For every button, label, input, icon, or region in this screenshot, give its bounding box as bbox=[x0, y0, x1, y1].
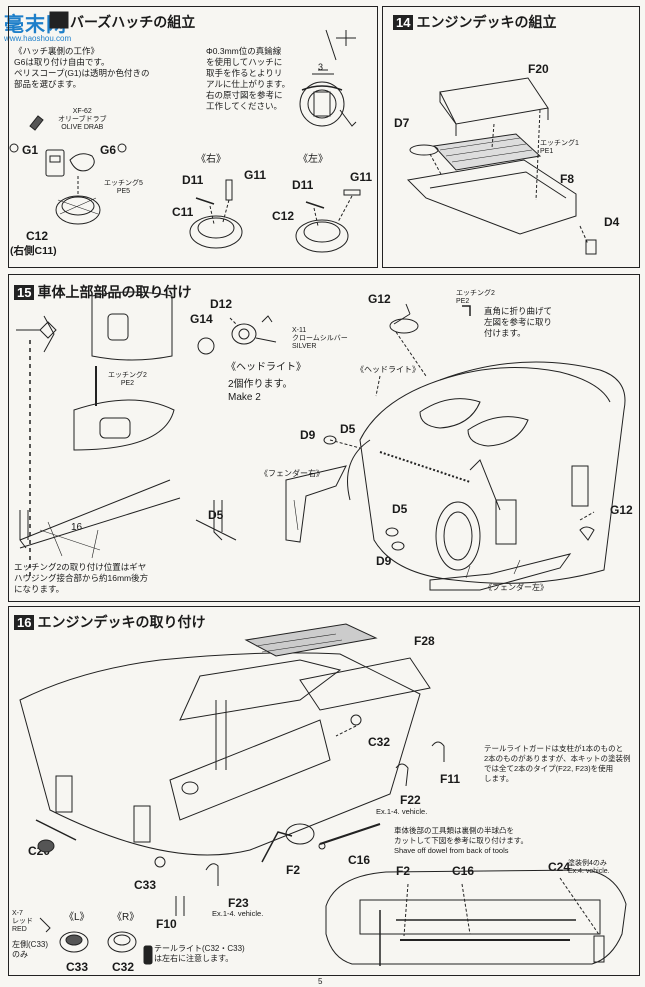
step15-etching-ref-left: エッチング2 PE2 bbox=[108, 372, 147, 387]
step15-number: 15 bbox=[14, 285, 35, 300]
label-d12: D12 bbox=[210, 297, 233, 311]
hatch-handle-detail-drawing bbox=[299, 29, 357, 127]
step13-panel bbox=[8, 6, 378, 268]
step15-headlight-title: 《ヘッドライト》 bbox=[226, 362, 306, 373]
label-f28: F28 bbox=[414, 634, 435, 648]
step16-f22-note: Ex.1-4. vehicle. bbox=[376, 807, 428, 816]
label-g11-right: G11 bbox=[244, 168, 267, 182]
label-c12-left: C12 bbox=[272, 209, 295, 223]
label-g12-top: G12 bbox=[368, 292, 391, 306]
step13-dim: 3 bbox=[318, 62, 324, 72]
step16-tail-caution: テールライト(C32・C33) は左右に注意します。 bbox=[154, 944, 245, 963]
step16-f23-note: Ex.1-4. vehicle. bbox=[212, 909, 264, 918]
step15-fender-right: 《フェンダー右》 bbox=[260, 469, 324, 478]
step15-headlight-tag: 《ヘッドライト》 bbox=[356, 365, 420, 374]
label-g12-bottom: G12 bbox=[610, 503, 633, 517]
taillight-detail-drawing bbox=[39, 917, 153, 965]
step16-right-tag: 《R》 bbox=[112, 912, 140, 923]
step15-silver-ref: X-11 クロームシルバー SILVER bbox=[292, 327, 348, 350]
step15-note-bottom: エッチング2の取り付け位置はギヤ ハウジング接合部から約16mm後方 になります… bbox=[14, 562, 149, 594]
step14-etching-ref: エッチング1 PE1 bbox=[540, 140, 579, 155]
label-f20: F20 bbox=[528, 62, 549, 76]
label-d4: D4 bbox=[604, 215, 620, 229]
label-f11: F11 bbox=[440, 772, 461, 786]
label-c32-bottom: C32 bbox=[112, 960, 135, 974]
fender-right-drawing bbox=[285, 465, 347, 543]
step15-headlight-note: 2個作ります。 Make 2 bbox=[228, 379, 293, 403]
step16-left-note: 左側(C33) のみ bbox=[12, 940, 49, 959]
label-g11-left: G11 bbox=[350, 170, 373, 184]
label-d5-mid: D5 bbox=[340, 422, 356, 436]
label-c16: C16 bbox=[348, 853, 371, 867]
step16-number: 16 bbox=[14, 615, 35, 630]
label-c11: C11 bbox=[172, 205, 194, 219]
label-f8: F8 bbox=[560, 172, 575, 186]
label-c33: C33 bbox=[134, 878, 157, 892]
etching-position-detail-drawing bbox=[16, 291, 237, 580]
left-hatch-drawing bbox=[295, 189, 361, 253]
label-d7: D7 bbox=[394, 116, 410, 130]
label-c12-note: (右側C11) bbox=[10, 245, 57, 257]
label-d9-bottom: D9 bbox=[376, 554, 392, 568]
headlight-drawing bbox=[197, 315, 277, 355]
label-f2: F2 bbox=[286, 863, 301, 877]
label-g14: G14 bbox=[190, 312, 213, 326]
step14-title-text: エンジンデッキの組立 bbox=[416, 14, 557, 30]
step13-left-title: 《左》 bbox=[298, 154, 328, 165]
engine-deck-drawing bbox=[406, 77, 597, 255]
label-f22: F22 bbox=[400, 793, 421, 807]
step13-right-title: 《右》 bbox=[196, 154, 226, 165]
step14-number: 14 bbox=[393, 15, 414, 30]
label-d11-left: D11 bbox=[292, 178, 314, 192]
step13-title: バーズハッチの組立 bbox=[70, 14, 196, 30]
step15-etching-ref-right: エッチング2 PE2 bbox=[456, 290, 495, 305]
label-d5-bottom: D5 bbox=[392, 502, 408, 516]
step16-c24-note: 塗装例4のみ Ex.4. vehicle. bbox=[568, 860, 610, 875]
right-hatch-drawing bbox=[189, 179, 243, 249]
step16-left-tag: 《L》 bbox=[64, 912, 90, 923]
fender-left-drawing bbox=[429, 553, 572, 591]
label-c33-bottom: C33 bbox=[66, 960, 89, 974]
step15-fender-left: 《フェンダー左》 bbox=[484, 583, 548, 592]
label-g1: G1 bbox=[22, 143, 39, 157]
step16-title-text: エンジンデッキの取り付け bbox=[37, 614, 206, 630]
step13-note-left: 《ハッチ裏側の工作》 G6は取り付け自由です。 ペリスコープ(G1)は透明か色付… bbox=[14, 46, 150, 89]
step14-panel bbox=[382, 6, 640, 268]
step16-taillight-note: テールライトガードは支柱が1本のものと 2本のものがありますが、本キットの塗装例… bbox=[484, 744, 631, 783]
step13-note-right: Φ0.3mm位の真鍮線 を使用してハッチに 取手を作るとよりリ アルに仕上がりま… bbox=[206, 46, 291, 111]
label-c12: C12 bbox=[26, 229, 49, 243]
step15-dim: 16 bbox=[71, 522, 83, 533]
page-number: 5 bbox=[318, 977, 323, 986]
label-f23: F23 bbox=[228, 896, 249, 910]
step15-panel bbox=[8, 274, 640, 602]
step13-paint-ref: XF-62 オリーブドラブ OLIVE DRAB bbox=[58, 108, 107, 131]
hatch-periscope-drawing bbox=[9, 115, 127, 225]
label-g6: G6 bbox=[100, 143, 117, 157]
step16-panel bbox=[8, 606, 640, 976]
step15-title-text: 車体上部部品の取り付け bbox=[37, 284, 192, 300]
rear-hull-drawing bbox=[19, 623, 445, 916]
step13-etching-ref: エッチング5 PE5 bbox=[104, 180, 143, 195]
step13-number-box bbox=[49, 11, 69, 29]
step16-paint-red: X-7 レッド RED bbox=[12, 910, 33, 933]
label-c32: C32 bbox=[368, 735, 391, 749]
label-d9-top: D9 bbox=[300, 428, 316, 442]
label-f10: F10 bbox=[156, 917, 177, 931]
label-d5-top: D5 bbox=[208, 508, 224, 522]
watermark-url: www.haoshou.com bbox=[4, 34, 72, 43]
label-d11-right: D11 bbox=[182, 173, 204, 187]
upper-hull-drawing bbox=[323, 303, 626, 584]
step15-bend-note: 直角に折り曲げて 左図を参考に取り 付けます。 bbox=[484, 306, 553, 338]
step16-tools-note: 車体後部の工具類は裏側の半球凸を カットして下図を参考に取り付けます。 Shav… bbox=[394, 826, 529, 855]
rear-tools-inset-drawing bbox=[325, 869, 627, 966]
label-f2-inset: F2 bbox=[396, 864, 411, 878]
